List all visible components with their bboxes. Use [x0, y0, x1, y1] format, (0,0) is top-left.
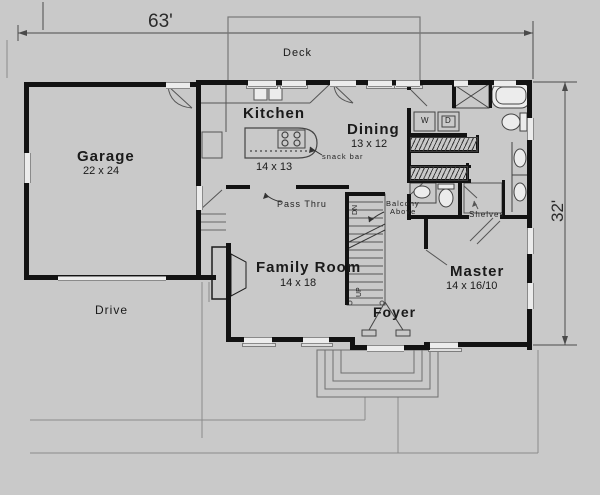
wall-segment: [407, 215, 469, 219]
wall-segment: [226, 337, 354, 342]
porch-steps: [316, 349, 439, 398]
wall-segment: [407, 108, 411, 182]
wall-segment: [200, 275, 216, 280]
wall-segment: [452, 82, 456, 108]
wall-segment: [407, 133, 467, 137]
sink: [413, 185, 431, 199]
wall-segment: [489, 82, 492, 108]
window: [454, 80, 468, 87]
door-opening: [166, 82, 190, 89]
balcony-above-note: Above: [390, 207, 417, 216]
wall-segment: [407, 179, 471, 183]
entry-opening: [367, 345, 404, 352]
washer: [413, 111, 436, 132]
wall-segment: [226, 185, 250, 189]
family-room-size: 14 x 18: [280, 277, 317, 289]
drive-lines: [6, 40, 539, 454]
window: [527, 118, 534, 140]
wall-segment: [404, 345, 430, 350]
dimension-width-label: 63': [148, 11, 173, 32]
master-size: 14 x 16/10: [446, 280, 498, 292]
wall-segment: [196, 82, 201, 280]
toilet: [501, 113, 521, 131]
vanity-sink: [513, 182, 527, 202]
pass-thru-note: Pass Thru: [277, 199, 327, 209]
garage-label: Garage: [77, 148, 135, 165]
wall-segment: [350, 337, 355, 350]
window: [303, 337, 329, 344]
wall-segment: [350, 345, 367, 350]
vanity-sink: [513, 148, 527, 168]
balcony-above-note: Balcony: [386, 199, 420, 208]
wall-segment: [424, 219, 428, 249]
powder-fixtures: [409, 182, 455, 208]
refrigerator: [201, 131, 223, 159]
kitchen-fixtures: [200, 83, 331, 159]
wall-segment: [458, 179, 462, 219]
closet-hanging-rod: [410, 137, 478, 152]
deck-label: Deck: [283, 47, 313, 59]
drive-label: Drive: [95, 303, 129, 317]
window: [494, 80, 516, 87]
door-swings: [167, 84, 501, 266]
cooktop: [277, 129, 306, 149]
wall-segment: [296, 185, 349, 189]
window: [527, 228, 534, 254]
shelves-note: Shelves: [469, 210, 505, 219]
master-label: Master: [450, 263, 505, 280]
dimension-depth-label: 32': [548, 199, 567, 222]
deck-outline: [227, 16, 421, 82]
dryer: [437, 111, 460, 132]
garage-door: [58, 276, 166, 281]
garage-size: 22 x 24: [83, 165, 120, 177]
toilet: [438, 188, 454, 208]
dimension-depth: [533, 81, 577, 346]
kitchen-island: [244, 127, 318, 159]
foyer-label: Foyer: [373, 304, 417, 320]
wall-segment: [24, 82, 200, 87]
stairs-up-label: UP: [356, 287, 363, 297]
kitchen-label: Kitchen: [243, 105, 306, 122]
kitchen-size: 14 x 13: [256, 161, 293, 173]
snack-bar-note: snack bar: [322, 152, 364, 161]
wall-segment: [345, 192, 385, 196]
wall-segment: [345, 192, 349, 305]
window: [396, 80, 420, 87]
window: [248, 80, 276, 87]
dimension-width: [17, 2, 534, 79]
dining-size: 13 x 12: [351, 138, 388, 150]
wall-segment: [226, 243, 231, 342]
stairs-down-label: DN: [352, 204, 359, 215]
wall-segment: [500, 215, 532, 219]
window: [527, 283, 534, 309]
dining-label: Dining: [347, 121, 400, 138]
window: [282, 80, 306, 87]
washer-label: W: [421, 116, 429, 125]
garage-side-door: [24, 153, 31, 183]
door-opening: [196, 186, 203, 210]
bath-fixtures: [452, 82, 531, 212]
family-room-label: Family Room: [256, 259, 362, 276]
wall-segment: [502, 180, 505, 219]
window: [430, 342, 458, 349]
stairs: [346, 193, 386, 306]
wall-segment: [424, 342, 532, 347]
annotation-arrows: [263, 146, 385, 223]
laundry-appliances: [413, 111, 460, 132]
wall-segment: [407, 194, 411, 220]
closet-hanging-rod: [410, 166, 468, 181]
toilet-tank: [437, 183, 455, 190]
dryer-label: D: [445, 116, 451, 125]
deck-door-opening: [330, 80, 356, 87]
window: [244, 337, 272, 344]
shelves-closet: [463, 182, 503, 214]
window: [368, 80, 392, 87]
wall-segment: [196, 80, 532, 85]
wall-segment: [424, 342, 429, 350]
entry-door: [361, 301, 411, 337]
garage-steps: [197, 212, 226, 232]
